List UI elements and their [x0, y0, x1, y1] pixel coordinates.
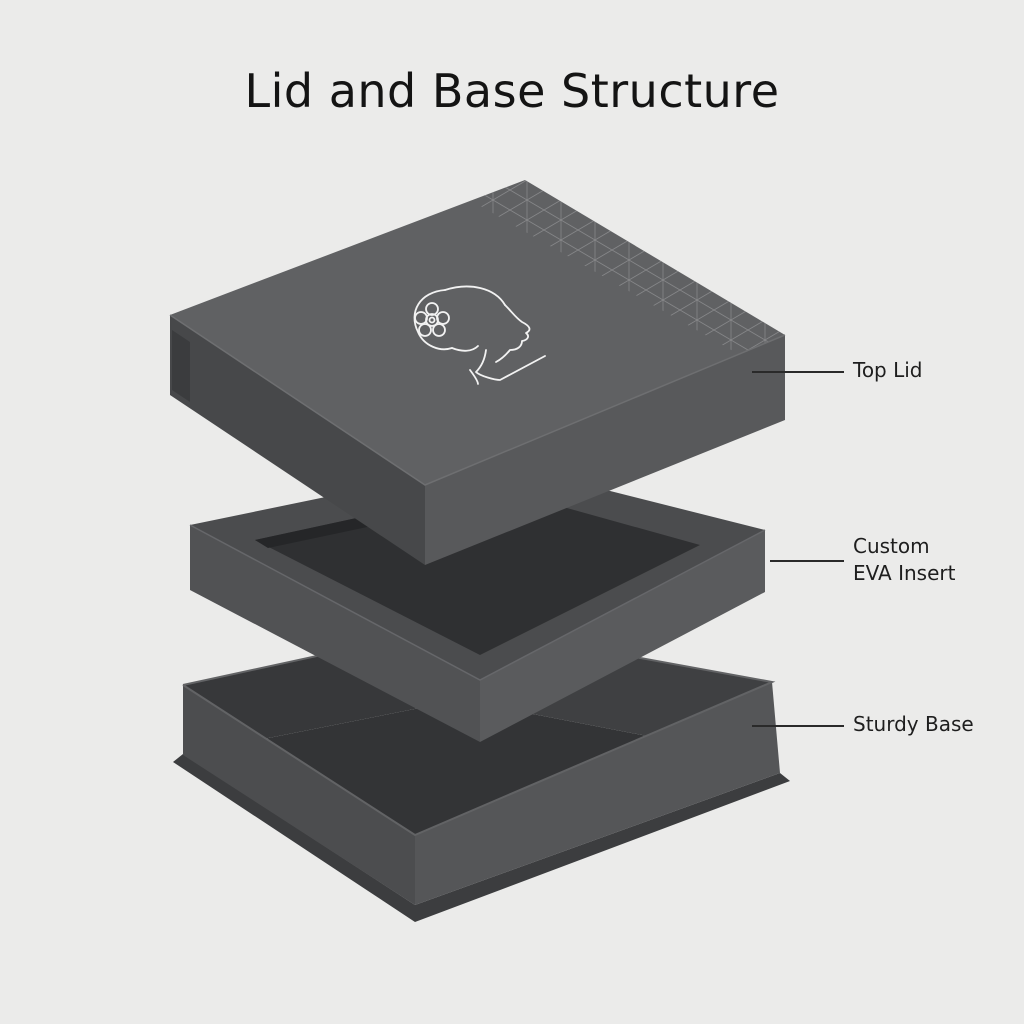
insert-front-right	[480, 530, 765, 742]
lid-front-face	[425, 335, 785, 565]
woman-profile-icon	[413, 285, 546, 385]
base-front-right-wall	[415, 682, 780, 905]
callout-sturdy-base: Sturdy Base	[853, 712, 974, 736]
callout-eva-insert: Custom EVA Insert	[853, 533, 955, 587]
lid-left-face	[170, 315, 425, 565]
callout-eva-insert-line1: Custom	[853, 534, 930, 558]
callout-line-insert	[770, 560, 844, 562]
top-lid	[169, 180, 786, 565]
callout-line-base	[752, 725, 844, 727]
callout-eva-insert-line2: EVA Insert	[853, 561, 956, 585]
page-title: Lid and Base Structure	[244, 64, 780, 118]
lid-cube-pattern	[470, 180, 785, 355]
base-front-left-wall	[183, 685, 415, 905]
eva-insert	[189, 462, 766, 742]
base-flange	[173, 754, 790, 922]
callout-line-lid	[752, 371, 844, 373]
insert-front-left	[190, 525, 480, 742]
insert-well	[255, 488, 700, 655]
callout-top-lid: Top Lid	[853, 358, 923, 382]
